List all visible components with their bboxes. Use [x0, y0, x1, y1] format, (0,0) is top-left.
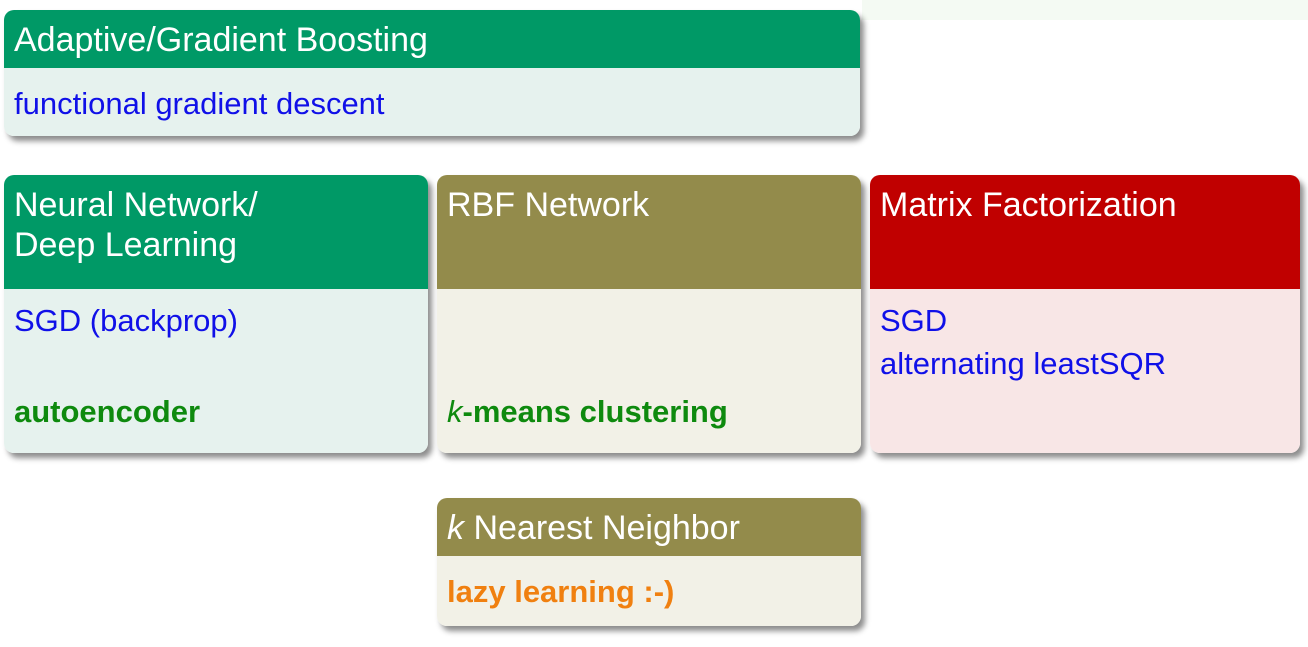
knn-highlight: lazy learning :-): [447, 574, 675, 609]
block-neural-network: Neural Network/ Deep Learning SGD (backp…: [4, 175, 428, 453]
block-neural-network-title: Neural Network/ Deep Learning: [4, 175, 428, 289]
block-mf-title: Matrix Factorization: [870, 175, 1300, 289]
nn-title-line1: Neural Network/: [14, 186, 258, 224]
nn-line: SGD (backprop): [14, 303, 238, 338]
block-matrix-factorization: Matrix Factorization SGD alternating lea…: [870, 175, 1300, 453]
block-knn-body: lazy learning :-): [437, 556, 861, 626]
block-rbf-network: RBF Network k-means clustering: [437, 175, 861, 453]
mf-line-1: SGD: [880, 303, 948, 338]
rbf-highlight-text: -means clustering: [462, 394, 728, 429]
block-boosting-title: Adaptive/Gradient Boosting: [4, 10, 860, 68]
block-boosting-body: functional gradient descent: [4, 68, 860, 136]
nn-title-line2: Deep Learning: [14, 226, 238, 264]
knn-title-k: k: [447, 509, 464, 547]
boosting-line: functional gradient descent: [14, 86, 385, 121]
mf-line-2: alternating leastSQR: [880, 346, 1167, 381]
block-rbf-title: RBF Network: [437, 175, 861, 289]
nn-highlight: autoencoder: [14, 394, 201, 429]
block-neural-network-body: SGD (backprop) autoencoder: [4, 289, 428, 453]
block-boosting: Adaptive/Gradient Boosting functional gr…: [4, 10, 860, 136]
block-mf-body: SGD alternating leastSQR: [870, 289, 1300, 453]
rbf-highlight-k: k: [447, 394, 463, 429]
rbf-highlight: k-means clustering: [447, 390, 728, 433]
background-strip: [862, 0, 1308, 20]
knn-title-text: Nearest Neighbor: [464, 509, 740, 547]
block-knn: k Nearest Neighbor lazy learning :-): [437, 498, 861, 626]
block-knn-title: k Nearest Neighbor: [437, 498, 861, 556]
block-rbf-body: k-means clustering: [437, 289, 861, 453]
